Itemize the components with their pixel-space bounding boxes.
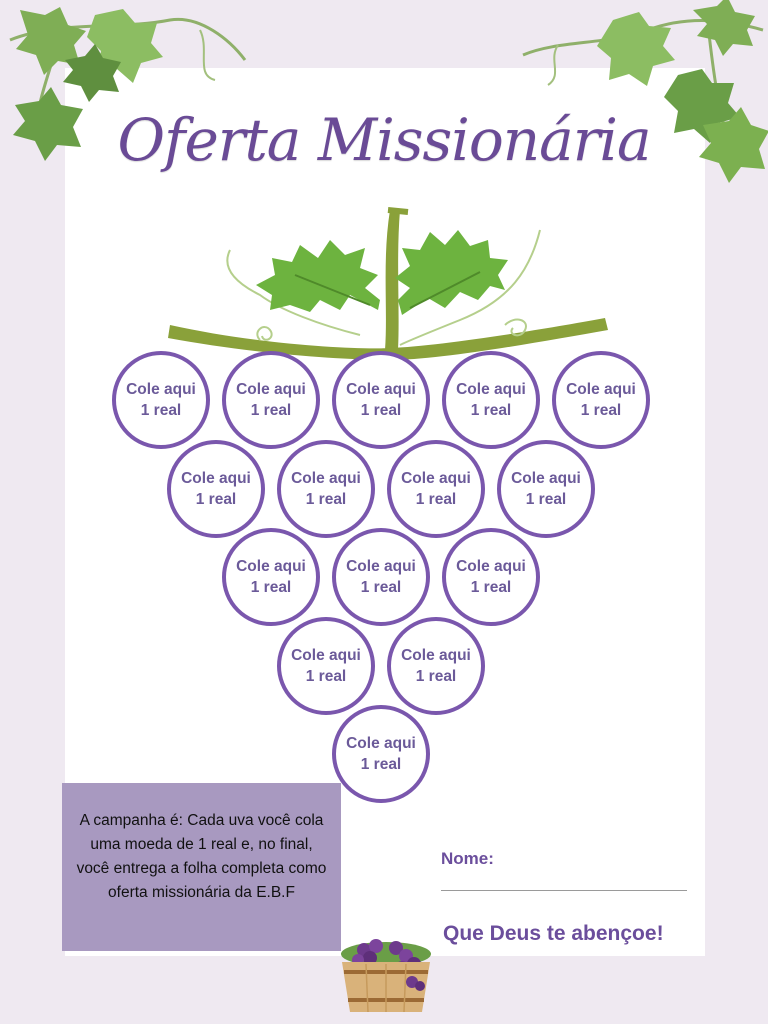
- page-title: Oferta Missionária: [117, 106, 651, 174]
- grape-line2: 1 real: [415, 668, 457, 685]
- grape-line2: 1 real: [195, 491, 237, 508]
- grape-line1: Cole aqui: [291, 470, 361, 487]
- grape-line2: 1 real: [470, 579, 512, 596]
- grape-coin-slot[interactable]: Cole aqui 1 real: [167, 440, 265, 538]
- grape-line1: Cole aqui: [346, 558, 416, 575]
- grape-vine-left-icon: [9, 7, 247, 161]
- grape-line1: Cole aqui: [511, 470, 581, 487]
- grape-line1: Cole aqui: [401, 647, 471, 664]
- grape-line1: Cole aqui: [126, 381, 196, 398]
- grape-line1: Cole aqui: [291, 647, 361, 664]
- grape-line1: Cole aqui: [456, 381, 526, 398]
- grape-line2: 1 real: [140, 402, 182, 419]
- grape-coin-slot[interactable]: Cole aqui 1 real: [222, 528, 320, 626]
- grape-line2: 1 real: [580, 402, 622, 419]
- grape-line2: 1 real: [360, 402, 402, 419]
- grape-line2: 1 real: [525, 491, 567, 508]
- blessing-text: Que Deus te abençoe!: [443, 922, 664, 945]
- grape-coin-slot[interactable]: Cole aqui 1 real: [387, 440, 485, 538]
- grape-line1: Cole aqui: [566, 381, 636, 398]
- grape-coin-slot[interactable]: Cole aqui 1 real: [497, 440, 595, 538]
- grape-line1: Cole aqui: [346, 735, 416, 752]
- grape-line1: Cole aqui: [401, 470, 471, 487]
- grape-line1: Cole aqui: [181, 470, 251, 487]
- name-input-line[interactable]: [441, 890, 687, 891]
- grape-line2: 1 real: [250, 579, 292, 596]
- grape-coin-slot[interactable]: Cole aqui 1 real: [332, 351, 430, 449]
- grape-basket-icon: [341, 939, 431, 1013]
- campaign-info-box: A campanha é: Cada uva você cola uma moe…: [62, 783, 341, 951]
- grape-line1: Cole aqui: [236, 381, 306, 398]
- grape-line2: 1 real: [360, 756, 402, 773]
- grape-line2: 1 real: [305, 668, 347, 685]
- grape-line2: 1 real: [415, 491, 457, 508]
- grape-coin-slot[interactable]: Cole aqui 1 real: [277, 440, 375, 538]
- grape-coin-slot[interactable]: Cole aqui 1 real: [332, 705, 430, 803]
- grape-coin-slot[interactable]: Cole aqui 1 real: [552, 351, 650, 449]
- grape-coin-slot[interactable]: Cole aqui 1 real: [222, 351, 320, 449]
- grape-line2: 1 real: [305, 491, 347, 508]
- grape-stem-leaves-icon: [168, 207, 608, 360]
- grape-vine-right-icon: [522, 0, 768, 183]
- grape-coin-slot[interactable]: Cole aqui 1 real: [442, 528, 540, 626]
- grape-line2: 1 real: [250, 402, 292, 419]
- grape-line1: Cole aqui: [236, 558, 306, 575]
- grape-coin-slot[interactable]: Cole aqui 1 real: [442, 351, 540, 449]
- grape-coin-slot[interactable]: Cole aqui 1 real: [332, 528, 430, 626]
- grape-line2: 1 real: [470, 402, 512, 419]
- campaign-text: A campanha é: Cada uva você cola uma moe…: [76, 812, 327, 901]
- grape-coin-slot[interactable]: Cole aqui 1 real: [277, 617, 375, 715]
- grape-line1: Cole aqui: [346, 381, 416, 398]
- grape-line2: 1 real: [360, 579, 402, 596]
- grape-line1: Cole aqui: [456, 558, 526, 575]
- grape-coin-slot[interactable]: Cole aqui 1 real: [387, 617, 485, 715]
- grape-coin-slot[interactable]: Cole aqui 1 real: [112, 351, 210, 449]
- name-label: Nome:: [441, 849, 494, 868]
